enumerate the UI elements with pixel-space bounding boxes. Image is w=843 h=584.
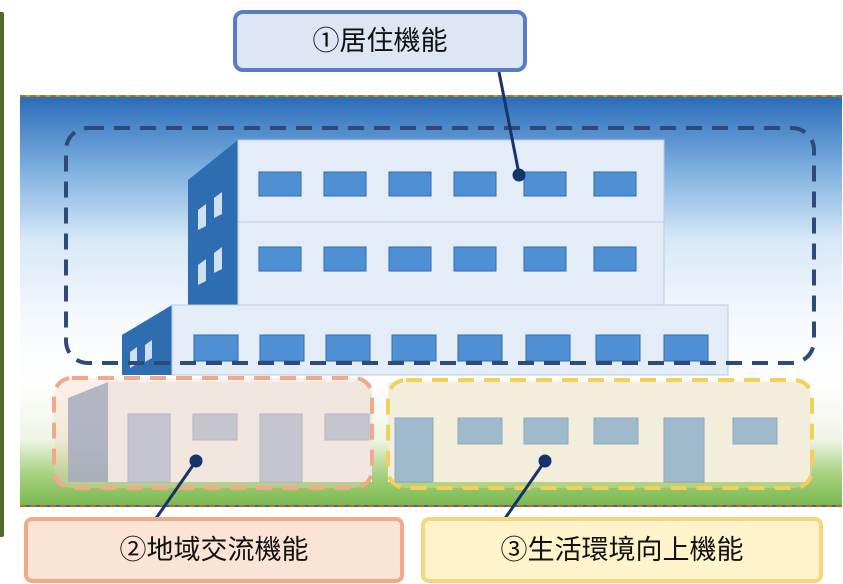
tower-side-face bbox=[188, 140, 238, 305]
leader-environment bbox=[497, 460, 547, 528]
leader-community bbox=[148, 460, 198, 528]
label-environment: ③生活環境向上機能 bbox=[500, 534, 744, 566]
label-residential: ①居住機能 bbox=[312, 25, 448, 57]
callout-environment: ③生活環境向上機能 bbox=[421, 517, 823, 583]
label-community: ②地域交流機能 bbox=[119, 534, 309, 566]
callout-community: ②地域交流機能 bbox=[24, 517, 404, 583]
left-border-rule bbox=[0, 12, 4, 537]
zone-community bbox=[52, 376, 374, 490]
callout-residential: ①居住機能 bbox=[233, 10, 527, 72]
zone-residential bbox=[64, 126, 816, 365]
leader-residential bbox=[497, 71, 521, 175]
zone-environment bbox=[386, 378, 814, 490]
